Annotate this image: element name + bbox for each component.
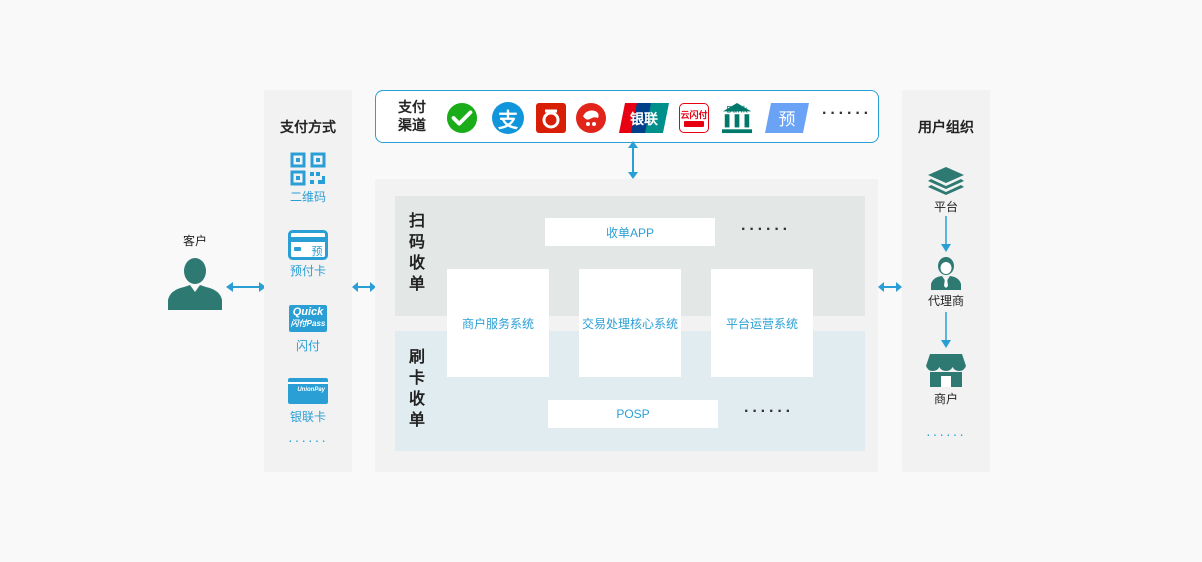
arrow-methods-core bbox=[352, 280, 376, 294]
card-section-label: 刷卡收单 bbox=[408, 349, 425, 429]
channels-title-line1: 支付 bbox=[398, 99, 426, 115]
method-unionpay-card-label: 银联卡 bbox=[289, 410, 326, 424]
platform-operation-system[interactable]: 平台运营系统 bbox=[711, 269, 813, 377]
org-agent[interactable]: 代理商 bbox=[902, 256, 990, 309]
payment-methods-panel: 支付方式 二维码 预 预付卡 Quick 闪付Pass 闪付 bbox=[264, 90, 352, 472]
prepaid-card-icon: 预 bbox=[288, 230, 328, 260]
store-icon bbox=[926, 354, 966, 387]
method-qr-code-label: 二维码 bbox=[289, 190, 326, 204]
unionpay-badge: UnionPay bbox=[297, 387, 325, 393]
method-prepaid-card[interactable]: 预 预付卡 bbox=[264, 230, 352, 279]
agent-icon bbox=[931, 257, 961, 290]
qr-code-icon bbox=[290, 152, 326, 186]
channels-title: 支付 渠道 bbox=[398, 98, 426, 134]
arrow-platform-agent bbox=[940, 216, 952, 257]
svg-text:预: 预 bbox=[779, 110, 796, 130]
customer: 客户 bbox=[160, 232, 230, 310]
layers-icon bbox=[928, 167, 964, 195]
arrow-channels-core bbox=[626, 141, 640, 179]
wechat-pay-icon[interactable] bbox=[446, 102, 478, 134]
svg-text:Bank: Bank bbox=[726, 104, 747, 114]
quickpass-badge-top: Quick bbox=[292, 306, 324, 318]
org-merchant[interactable]: 商户 bbox=[902, 352, 990, 407]
cloud-quickpass-icon[interactable]: 云闪付 bbox=[678, 102, 710, 134]
scan-more: ······ bbox=[741, 221, 791, 238]
method-qr-code[interactable]: 二维码 bbox=[264, 152, 352, 205]
channels-title-line2: 渠道 bbox=[398, 117, 426, 133]
user-org-title: 用户组织 bbox=[918, 119, 974, 135]
arrow-customer-methods bbox=[226, 280, 266, 294]
method-unionpay-card[interactable]: UnionPay 银联卡 bbox=[264, 378, 352, 425]
unionpay-icon[interactable]: 银联 bbox=[619, 102, 669, 134]
payment-channels-bar: 支付 渠道 支 银联 云闪付 Bank bbox=[375, 90, 879, 143]
bank-icon[interactable]: Bank bbox=[721, 102, 753, 134]
scan-section-label: 扫码收单 bbox=[408, 213, 425, 293]
transaction-core-system[interactable]: 交易处理核心系统 bbox=[579, 269, 681, 377]
scan-app-box[interactable]: 收单APP bbox=[545, 218, 715, 246]
prepay-icon[interactable]: 预 bbox=[765, 102, 809, 134]
org-platform-label: 平台 bbox=[933, 200, 958, 214]
arrow-core-userorg bbox=[878, 280, 902, 294]
svg-text:银联: 银联 bbox=[630, 111, 659, 128]
org-platform[interactable]: 平台 bbox=[902, 166, 990, 215]
person-icon bbox=[168, 258, 222, 310]
card-more: ······ bbox=[744, 403, 794, 420]
customer-label: 客户 bbox=[182, 234, 207, 248]
payment-methods-more: ······ bbox=[288, 432, 328, 448]
merchant-service-system[interactable]: 商户服务系统 bbox=[447, 269, 549, 377]
org-agent-label: 代理商 bbox=[927, 294, 964, 308]
jd-pay-icon[interactable] bbox=[575, 102, 607, 134]
channels-more: ······ bbox=[822, 105, 872, 122]
arrow-agent-merchant bbox=[940, 312, 952, 353]
user-org-more: ······ bbox=[926, 426, 966, 442]
method-quickpass[interactable]: Quick 闪付Pass 闪付 bbox=[264, 305, 352, 354]
user-org-panel: 用户组织 平台 代理商 商户 ······ bbox=[902, 90, 990, 472]
alipay-icon[interactable]: 支 bbox=[492, 102, 524, 134]
baidu-wallet-icon[interactable] bbox=[535, 102, 567, 134]
method-prepaid-card-label: 预付卡 bbox=[289, 264, 326, 278]
prepaid-badge: 预 bbox=[312, 245, 323, 258]
org-merchant-label: 商户 bbox=[933, 392, 958, 406]
unionpay-card-icon: UnionPay bbox=[288, 378, 328, 404]
payment-methods-title: 支付方式 bbox=[280, 119, 336, 135]
quickpass-badge-bottom: 闪付Pass bbox=[290, 319, 326, 328]
method-quickpass-label: 闪付 bbox=[295, 339, 320, 353]
core-panel: 扫码收单 刷卡收单 收单APP ······ 商户服务系统 交易处理核心系统 平… bbox=[375, 179, 878, 472]
quickpass-icon: Quick 闪付Pass bbox=[289, 305, 327, 332]
posp-box[interactable]: POSP bbox=[548, 400, 718, 428]
